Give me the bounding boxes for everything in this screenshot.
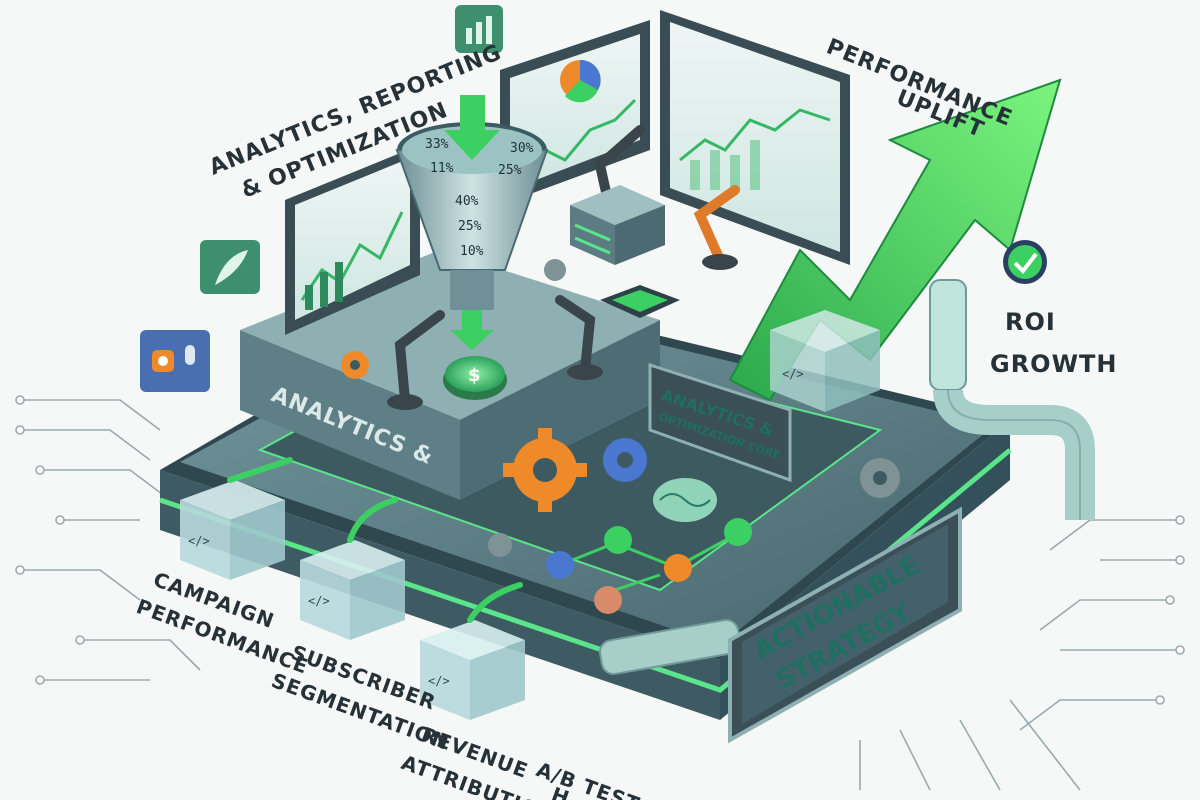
chart-cube-icon xyxy=(455,5,503,53)
code-cube-1: </> xyxy=(180,480,285,580)
chip-icon xyxy=(600,285,680,318)
check-badge-icon xyxy=(1003,240,1047,284)
funnel-pct-7: 10% xyxy=(460,244,484,259)
coin-symbol: $ xyxy=(468,365,481,386)
gear-icon-small-gray xyxy=(488,259,900,557)
brain-icon xyxy=(653,478,717,522)
funnel-pct-4: 25% xyxy=(498,163,522,178)
funnel xyxy=(395,95,549,350)
label-ab-test-1: A/B TEST xyxy=(533,757,643,800)
funnel-output-arrow-icon xyxy=(450,310,494,350)
funnel-percents: 33% 30% 11% 25% 40% 25% 10% xyxy=(425,137,534,259)
funnel-pct-2: 30% xyxy=(510,141,534,156)
circuit-nodes xyxy=(15,395,1185,705)
svg-text:</>: </> xyxy=(428,674,450,688)
monitor-right xyxy=(660,10,850,265)
robot-bases xyxy=(387,254,738,410)
server-stack-icon xyxy=(570,185,665,265)
code-cube-right: </> xyxy=(770,310,880,412)
gear-icon-small-orange xyxy=(341,351,369,379)
circuit-traces xyxy=(20,399,1180,791)
label-ab-test-2: H xyxy=(548,782,573,800)
pipes xyxy=(599,279,1095,675)
svg-text:</>: </> xyxy=(782,367,804,381)
monitor-left xyxy=(285,145,420,335)
code-cube-2: </> xyxy=(300,540,405,640)
funnel-input-arrow-icon xyxy=(444,95,500,160)
dollar-coin-icon: $ xyxy=(443,356,507,400)
label-roi-1: ROI xyxy=(1005,308,1056,336)
svg-text:</>: </> xyxy=(188,534,210,548)
gear-icon-orange xyxy=(503,428,587,512)
code-cube-3: </> xyxy=(420,620,525,720)
svg-text:</>: </> xyxy=(308,594,330,608)
strategy-sign xyxy=(728,506,962,744)
funnel-pct-1: 33% xyxy=(425,137,449,152)
feed-arrows xyxy=(227,457,523,623)
camera-mic-cube-icon xyxy=(140,330,210,392)
gear-icon-blue xyxy=(603,438,647,482)
core-sign xyxy=(648,362,792,483)
label-roi-2: GROWTH xyxy=(990,350,1118,378)
funnel-pct-3: 11% xyxy=(430,161,454,176)
robot-arm-icons xyxy=(394,125,740,405)
workflow-nodes xyxy=(546,518,752,614)
funnel-pct-5: 40% xyxy=(455,194,479,209)
feather-cube-icon xyxy=(200,240,260,294)
funnel-pct-6: 25% xyxy=(458,219,482,234)
